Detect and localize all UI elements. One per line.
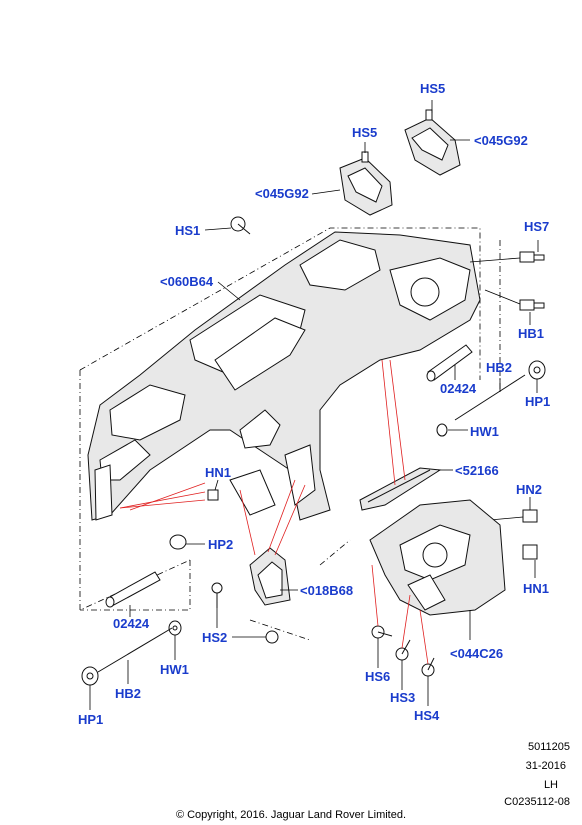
label-045g92-top: <045G92 xyxy=(474,133,528,148)
label-hs4: HS4 xyxy=(414,708,440,723)
label-hs6: HS6 xyxy=(365,669,390,684)
label-02424-left: 02424 xyxy=(113,616,150,631)
hs4-screw xyxy=(421,657,435,677)
lead-hn2-bracket xyxy=(489,516,524,521)
lead-red-hn1-b xyxy=(119,499,206,509)
lead-red-hs6 xyxy=(371,564,379,627)
label-hb1: HB1 xyxy=(518,326,544,341)
label-hp2: HP2 xyxy=(208,537,233,552)
harness-bracket-part xyxy=(359,467,442,511)
lead-hb1-beam xyxy=(484,289,521,305)
lead-red-hn1-c xyxy=(129,482,206,511)
date-code: 31-2016 xyxy=(525,760,566,772)
lead-red-hs3 xyxy=(401,594,411,649)
hw1-washer-left xyxy=(168,620,182,636)
hs2-screw-b xyxy=(265,630,279,644)
label-hs2: HS2 xyxy=(202,630,227,645)
lead-045g92-mid xyxy=(311,189,341,195)
steering-bracket-part xyxy=(369,499,506,616)
label-hw1-right: HW1 xyxy=(470,424,499,439)
label-hb2-right: HB2 xyxy=(486,360,512,375)
hb2-rod-right xyxy=(454,374,526,421)
lead-red-hn1-a xyxy=(119,491,206,509)
lead-red-018b68-b xyxy=(267,479,296,553)
hs1-fastener xyxy=(230,216,251,235)
lead-red-018b68-c xyxy=(274,484,306,556)
label-045g92-mid: <045G92 xyxy=(255,186,309,201)
copyright-notice: © Copyright, 2016. Jaguar Land Rover Lim… xyxy=(175,809,407,821)
label-018b68: <018B68 xyxy=(300,583,353,598)
label-hp1-right: HP1 xyxy=(525,394,550,409)
lead-hn1-left xyxy=(214,479,219,491)
label-hs3: HS3 xyxy=(390,690,415,705)
label-hs1: HS1 xyxy=(175,223,200,238)
label-52166: <52166 xyxy=(455,463,499,478)
label-hp1-left: HP1 xyxy=(78,712,103,727)
label-hw1-left: HW1 xyxy=(160,662,189,677)
hn1-nut-left xyxy=(207,489,219,501)
label-hb2-left: HB2 xyxy=(115,686,141,701)
brace-part xyxy=(249,547,291,606)
lead-red-hs4 xyxy=(419,609,429,665)
label-hs5-top: HS5 xyxy=(420,81,445,96)
hp2-plug xyxy=(169,534,187,550)
hw1-washer-right xyxy=(436,423,448,437)
hp1-washer-right xyxy=(528,360,546,380)
label-hn1-left: HN1 xyxy=(205,465,231,480)
label-hn1-right: HN1 xyxy=(523,581,549,596)
lead-red-52166-a xyxy=(381,359,396,486)
hp1-washer-left xyxy=(81,666,99,686)
label-02424-right: 02424 xyxy=(440,381,477,396)
label-hn2: HN2 xyxy=(516,482,542,497)
hn2-clip xyxy=(522,509,538,523)
frame-lines xyxy=(79,227,501,641)
illustration-code: C0235112-08 xyxy=(504,796,570,808)
hn1-nut-right xyxy=(522,544,538,560)
spacer-tube-left xyxy=(105,571,161,608)
label-060b64: <060B64 xyxy=(160,274,214,289)
label-hs7: HS7 xyxy=(524,219,549,234)
reference-number: 5011205 xyxy=(527,741,570,753)
hs6-screw xyxy=(371,625,393,639)
lead-hs1 xyxy=(204,227,232,231)
cross-car-beam-part xyxy=(87,231,481,521)
hb1-bolt xyxy=(519,299,545,311)
lead-060b64 xyxy=(217,281,241,301)
lead-red-52166-b xyxy=(389,359,406,481)
hb2-rod-left xyxy=(97,627,173,673)
lead-red-018b68-a xyxy=(239,489,256,556)
upper-bracket-part xyxy=(404,109,461,176)
middle-bracket-part xyxy=(339,151,393,216)
spacer-tube-right xyxy=(426,344,473,382)
side-code: LH xyxy=(543,779,558,791)
hs7-bolt xyxy=(519,251,545,263)
lead-hs7-beam xyxy=(469,257,521,263)
label-044c26: <044C26 xyxy=(450,646,503,661)
hs2-screw-a xyxy=(211,582,223,608)
label-hs5-mid: HS5 xyxy=(352,125,377,140)
